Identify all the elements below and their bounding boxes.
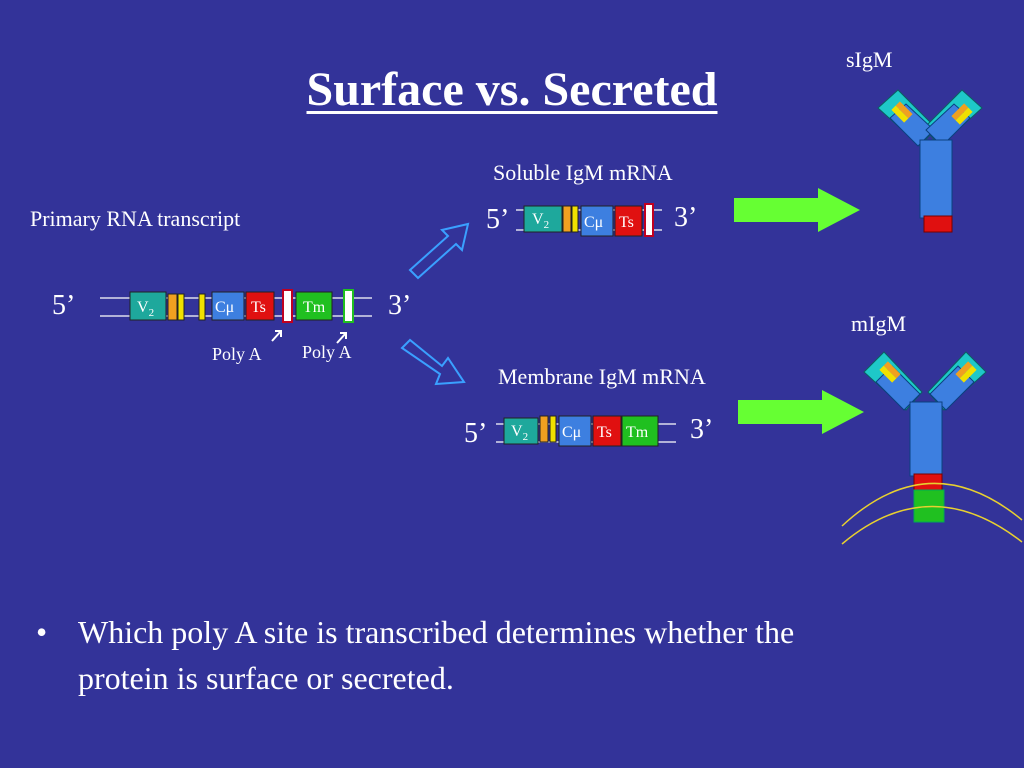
membrane-tm-text: Tm [626, 424, 649, 441]
membrane-ts-segment [592, 415, 622, 447]
green-arrow-soluble [734, 188, 860, 232]
poly-a-label-2: Poly A [302, 342, 352, 362]
primary-ts-text: Ts [251, 299, 266, 316]
soluble-v-text: V2 [532, 211, 549, 231]
sigm-label: sIgM [846, 47, 893, 72]
migm-label: mIgM [851, 311, 906, 336]
membrane-ts-text: Ts [597, 424, 612, 441]
primary-ts-segment [245, 291, 275, 321]
poly-a-label-1: Poly A [212, 344, 262, 364]
primary-cmu-segment [211, 291, 245, 321]
primary-3prime-label: 3’ [388, 290, 412, 321]
soluble-poly-a-site [644, 203, 654, 237]
primary-cmu-text: Cμ [215, 299, 234, 316]
membrane-5prime-label: 5’ [464, 418, 488, 449]
processing-arrow-up [408, 222, 470, 280]
soluble-5prime-label: 5’ [486, 204, 510, 235]
membrane-mrna: V2 Cμ Ts Tm [496, 415, 676, 447]
sigm-antibody [877, 89, 983, 233]
bullet-text-line-1: Which poly A site is transcribed determi… [78, 614, 795, 650]
membrane-mrna-label: Membrane IgM mRNA [498, 364, 706, 389]
primary-orange-exon [167, 293, 178, 321]
soluble-ts-segment [614, 205, 643, 237]
soluble-3prime-label: 3’ [674, 202, 698, 233]
membrane-tm-segment [621, 415, 659, 447]
primary-yellow-exon-1 [177, 293, 185, 321]
soluble-mrna: V2 Cμ Ts [516, 203, 662, 237]
soluble-mrna-label: Soluble IgM mRNA [493, 160, 673, 185]
primary-transcript: V2 Cμ Ts Tm [100, 289, 372, 344]
membrane-v-segment [503, 417, 539, 445]
green-arrow-membrane [738, 390, 864, 434]
primary-poly-a-site-1 [282, 289, 293, 323]
membrane-3prime-label: 3’ [690, 414, 714, 445]
primary-tm-text: Tm [303, 299, 326, 316]
processing-arrow-down [400, 338, 466, 386]
primary-v-segment [129, 291, 167, 321]
poly-a-pointer-2 [336, 332, 347, 344]
poly-a-pointer-1 [271, 330, 282, 342]
membrane-v-text: V2 [511, 423, 528, 443]
primary-poly-a-site-2 [343, 289, 354, 323]
primary-tm-segment [295, 291, 333, 321]
slide-title: Surface vs. Secreted [306, 63, 718, 116]
primary-v-text: V2 [137, 299, 154, 319]
primary-5prime-label: 5’ [52, 290, 76, 321]
bullet-marker: • [36, 614, 48, 650]
soluble-ts-text: Ts [619, 214, 634, 231]
membrane-cmu-segment [558, 415, 592, 447]
bullet-text-line-2: protein is surface or secreted. [78, 660, 454, 696]
membrane-cmu-text: Cμ [562, 424, 581, 441]
primary-transcript-label: Primary RNA transcript [30, 206, 241, 231]
cell-membrane-inner [841, 505, 1023, 545]
migm-antibody [841, 351, 1023, 545]
cell-membrane-outer [841, 482, 1023, 527]
soluble-v-segment [523, 205, 563, 233]
soluble-cmu-segment [580, 205, 614, 237]
soluble-cmu-text: Cμ [584, 214, 603, 231]
primary-yellow-exon-2 [198, 293, 206, 321]
